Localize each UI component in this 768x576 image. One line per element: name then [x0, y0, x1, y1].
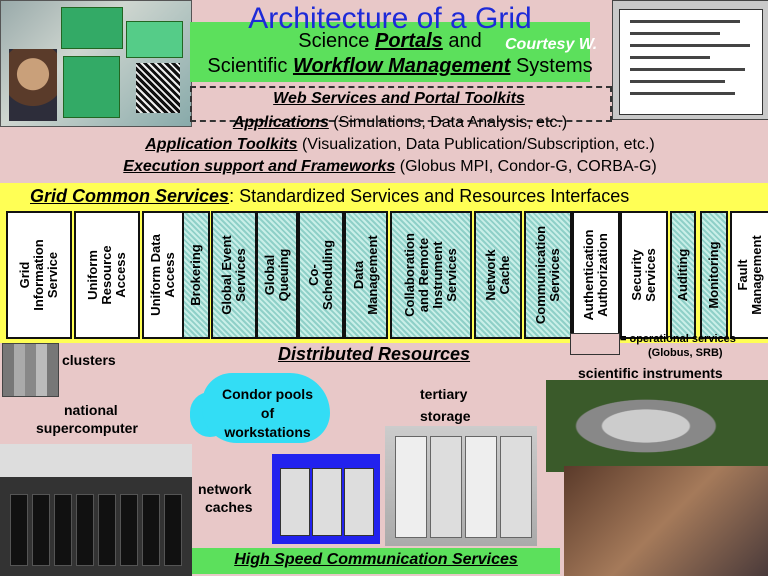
service-box: Uniform Data Access [142, 211, 184, 339]
portals-line: Science Portals and [298, 30, 482, 52]
workflow-screenshot-image [612, 0, 768, 120]
service-box: Co- Scheduling [298, 211, 344, 339]
service-box: Authentication Authorization [572, 211, 620, 339]
legend-text: = operational services [620, 333, 736, 345]
service-box: Global Queuing [256, 211, 298, 339]
service-box: Grid Information Service [6, 211, 72, 339]
tertiary-storage-image [385, 426, 537, 546]
service-label: Monitoring [706, 241, 721, 309]
communication-label: High Speed Communication Services [234, 551, 518, 568]
workflow-line: Scientific Workflow Management Systems [207, 55, 593, 77]
communication-band [192, 548, 560, 574]
service-label: Uniform Resource Access [85, 245, 128, 305]
network-label: network [198, 481, 252, 497]
service-label: Communication Services [533, 225, 562, 325]
clusters-image [2, 343, 59, 397]
service-box: Network Cache [474, 211, 522, 339]
service-box: Data Management [344, 211, 388, 339]
services-row: Grid Information Service Uniform Resource… [6, 211, 768, 339]
tertiary-label: tertiary [420, 386, 468, 402]
service-label: Fault Management [735, 235, 764, 315]
portal-screenshot-image [0, 0, 192, 127]
instruments-label: scientific instruments [578, 365, 723, 381]
service-box: Communication Services [524, 211, 572, 339]
service-box: Brokering [182, 211, 210, 339]
clusters-label: clusters [62, 352, 116, 368]
scientific-instruments-image [546, 380, 768, 472]
condor-cloud [202, 373, 330, 443]
service-label: Collaboration and Remote Instrument Serv… [402, 233, 459, 317]
service-box: Security Services [620, 211, 668, 339]
service-label: Authentication Authorization [581, 229, 610, 321]
distributed-resources-heading: Distributed Resources [278, 344, 471, 364]
service-label: Co- Scheduling [306, 239, 335, 311]
portals-band [190, 22, 590, 82]
service-label: Global Queuing [262, 248, 291, 302]
service-box: Uniform Resource Access [74, 211, 140, 339]
condor-label: Condor pools of workstations [222, 386, 313, 440]
supercomputer-label: supercomputer [36, 420, 138, 436]
lab-equipment-image [564, 466, 768, 576]
service-label: Auditing [675, 248, 690, 302]
service-label: Network Cache [483, 249, 512, 301]
service-label: Grid Information Service [17, 239, 60, 311]
service-label: Global Event Services [219, 235, 248, 315]
applications-line: Applications (Simulations, Data Analysis… [232, 114, 568, 131]
network-caches-image [272, 454, 380, 544]
service-box: Global Event Services [211, 211, 257, 339]
toolkits-label: Web Services and Portal Toolkits [273, 90, 525, 107]
toolkits-box [190, 86, 612, 122]
caches-label: caches [205, 499, 253, 515]
courtesy-text: Courtesy W. [505, 36, 598, 53]
service-box: Monitoring [700, 211, 728, 339]
storage-label: storage [420, 408, 471, 424]
legend-swatch [570, 333, 620, 355]
supercomputer-image [0, 444, 192, 576]
service-box: Auditing [670, 211, 696, 339]
national-label: national [64, 402, 118, 418]
service-label: Uniform Data Access [148, 234, 177, 316]
service-label: Security Services [629, 248, 658, 302]
app-toolkits-line: Application Toolkits (Visualization, Dat… [145, 136, 655, 153]
page-title: Architecture of a Grid [248, 2, 532, 35]
legend-subtext: (Globus, SRB) [648, 347, 723, 359]
service-box: Fault Management [730, 211, 768, 339]
service-label: Brokering [188, 244, 203, 306]
service-box: Collaboration and Remote Instrument Serv… [390, 211, 472, 339]
common-services-heading: Grid Common Services: Standardized Servi… [30, 186, 630, 206]
execution-line: Execution support and Frameworks (Globus… [123, 158, 657, 175]
service-label: Data Management [351, 235, 380, 315]
